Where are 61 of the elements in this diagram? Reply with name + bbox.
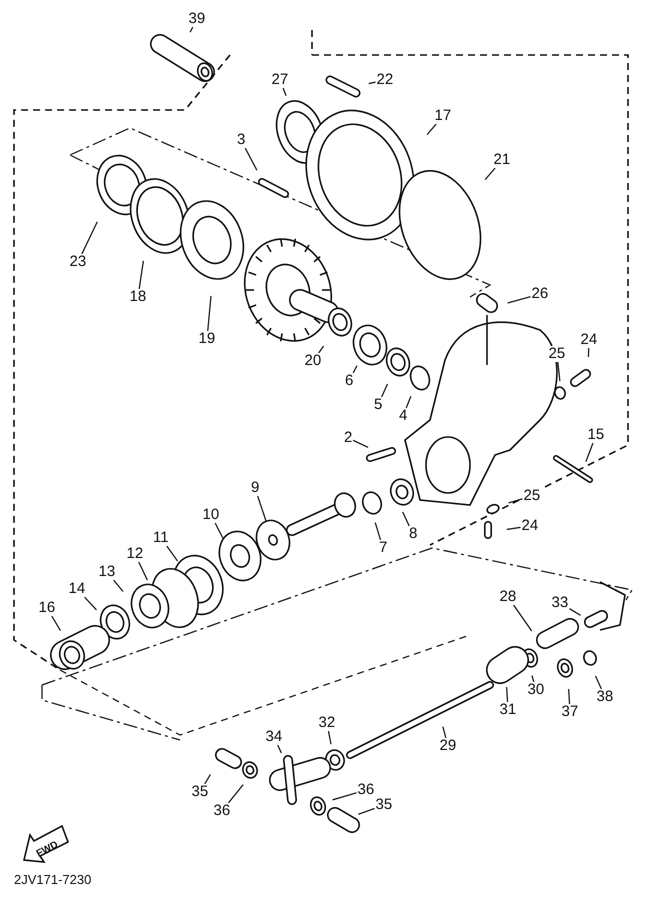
callout-number: 9 — [250, 480, 260, 496]
callout-number: 17 — [434, 108, 452, 124]
callout-number: 27 — [270, 72, 290, 88]
leader-line — [402, 512, 410, 526]
leader-line — [207, 296, 212, 332]
leader-line — [368, 82, 376, 84]
callout-number: 11 — [152, 530, 170, 546]
callout-number: 10 — [202, 507, 220, 523]
leader-line — [426, 124, 437, 136]
leader-line — [506, 686, 508, 702]
leader-line — [166, 546, 178, 562]
leader-line — [507, 296, 531, 304]
callout-number: 32 — [318, 715, 336, 731]
leader-line — [277, 744, 282, 754]
leader-line — [204, 774, 211, 784]
leader-line — [318, 346, 324, 354]
leader-line — [138, 260, 144, 290]
leader-line — [381, 384, 388, 398]
leader-line — [328, 730, 332, 744]
leader-line — [244, 148, 258, 171]
leader-line — [442, 726, 446, 738]
leader-line — [594, 676, 602, 690]
leader-line — [332, 792, 357, 800]
leader-line — [352, 365, 358, 374]
leader-line — [84, 596, 97, 610]
leader-line — [190, 26, 194, 33]
leader-line — [214, 522, 224, 538]
drawing-number: 2JV171-7230 — [14, 872, 92, 887]
callout-number: 15 — [586, 427, 606, 443]
leader-line — [374, 522, 382, 540]
callout-number: 25 — [548, 346, 566, 362]
leader-line — [588, 348, 590, 358]
leader-line — [228, 784, 244, 804]
callout-number: 28 — [498, 589, 518, 605]
direction-label: FWD — [34, 839, 60, 860]
leader-line — [257, 496, 268, 523]
leader-line — [508, 498, 523, 504]
callout-number: 14 — [68, 581, 86, 597]
leader-line — [569, 608, 581, 616]
callout-number: 12 — [126, 546, 144, 562]
leader-line — [113, 580, 124, 592]
leader-line — [352, 440, 368, 448]
callout-number: 21 — [492, 152, 512, 168]
leader-line — [506, 526, 521, 530]
callout-number: 3 — [236, 132, 246, 148]
leader-line — [557, 362, 560, 382]
leader-line — [406, 396, 412, 408]
leader-line — [585, 442, 594, 462]
leader-line — [138, 562, 148, 580]
callout-number: 13 — [98, 564, 116, 580]
leader-line — [51, 616, 61, 631]
callout-number: 16 — [38, 600, 56, 616]
leader-line — [484, 168, 496, 180]
leader-line — [531, 675, 534, 682]
leader-line — [568, 688, 570, 704]
leader-line — [81, 222, 98, 254]
leader-line — [513, 604, 532, 632]
callout-number: 34 — [264, 729, 284, 745]
leader-line — [358, 808, 375, 815]
leader-line — [282, 88, 287, 96]
callout-number: 39 — [188, 11, 206, 27]
